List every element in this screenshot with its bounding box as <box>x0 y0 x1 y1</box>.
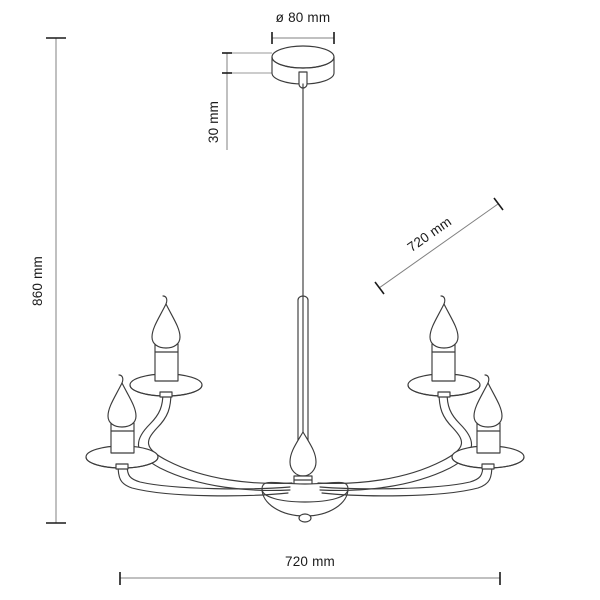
candle-upper-left <box>129 295 203 398</box>
curved-arm-upper-right <box>317 391 473 492</box>
dimension-label-total-height: 860 mm <box>30 256 45 306</box>
dimension-label-canopy-diameter: ø 80 mm <box>276 10 331 25</box>
dimension-canopy-height: 30 mm <box>206 52 272 150</box>
dimension-diagonal-width: 720 mm <box>374 197 504 295</box>
ceiling-canopy <box>271 45 335 89</box>
candle-lower-right <box>451 374 525 470</box>
candle-lower-left <box>85 374 159 470</box>
dimension-total-height: 860 mm <box>30 37 66 524</box>
dimension-label-canopy-height: 30 mm <box>206 101 221 143</box>
curved-arm-upper-left <box>137 391 293 492</box>
dimension-label-overall-width: 720 mm <box>285 554 335 569</box>
curved-arm-lower-right <box>319 463 493 497</box>
dimension-canopy-diameter: ø 80 mm <box>271 10 335 44</box>
curved-arm-lower-left <box>117 463 291 497</box>
dimension-overall-width: 720 mm <box>119 554 501 585</box>
dimension-label-diagonal-width: 720 mm <box>405 214 455 255</box>
candle-upper-right <box>407 295 481 398</box>
